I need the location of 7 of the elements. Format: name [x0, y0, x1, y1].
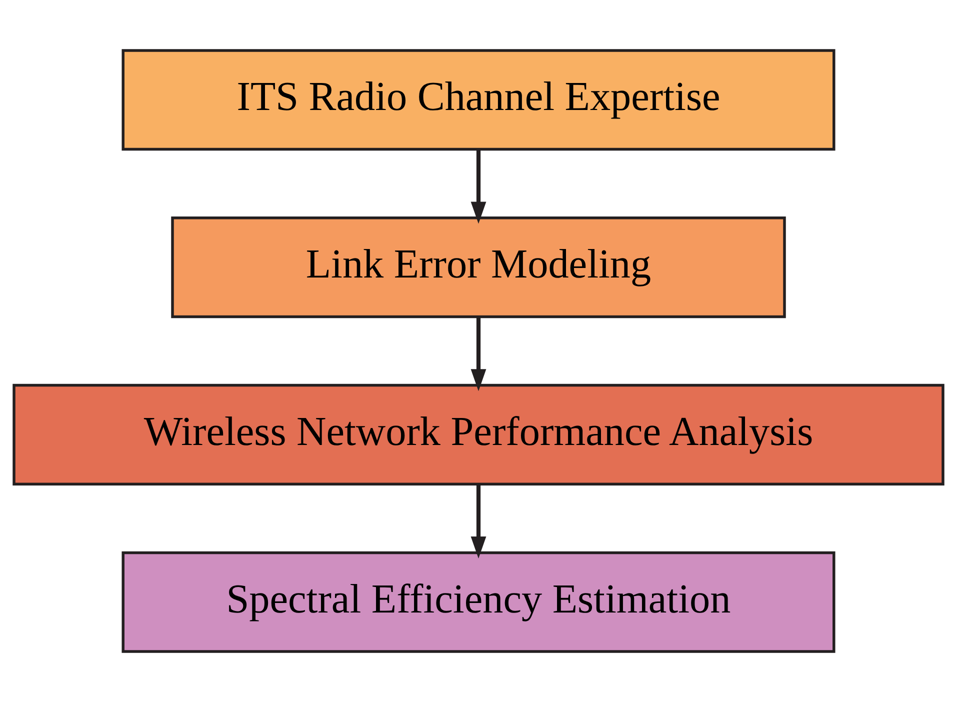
- node-box: ITS Radio Channel Expertise: [122, 49, 836, 151]
- arrow: [470, 484, 486, 559]
- node-box: Wireless Network Performance Analysis: [12, 384, 944, 486]
- arrow: [470, 149, 486, 224]
- arrow: [470, 316, 486, 392]
- node-box: Spectral Efficiency Estimation: [122, 551, 836, 653]
- node-box: Link Error Modeling: [171, 216, 786, 318]
